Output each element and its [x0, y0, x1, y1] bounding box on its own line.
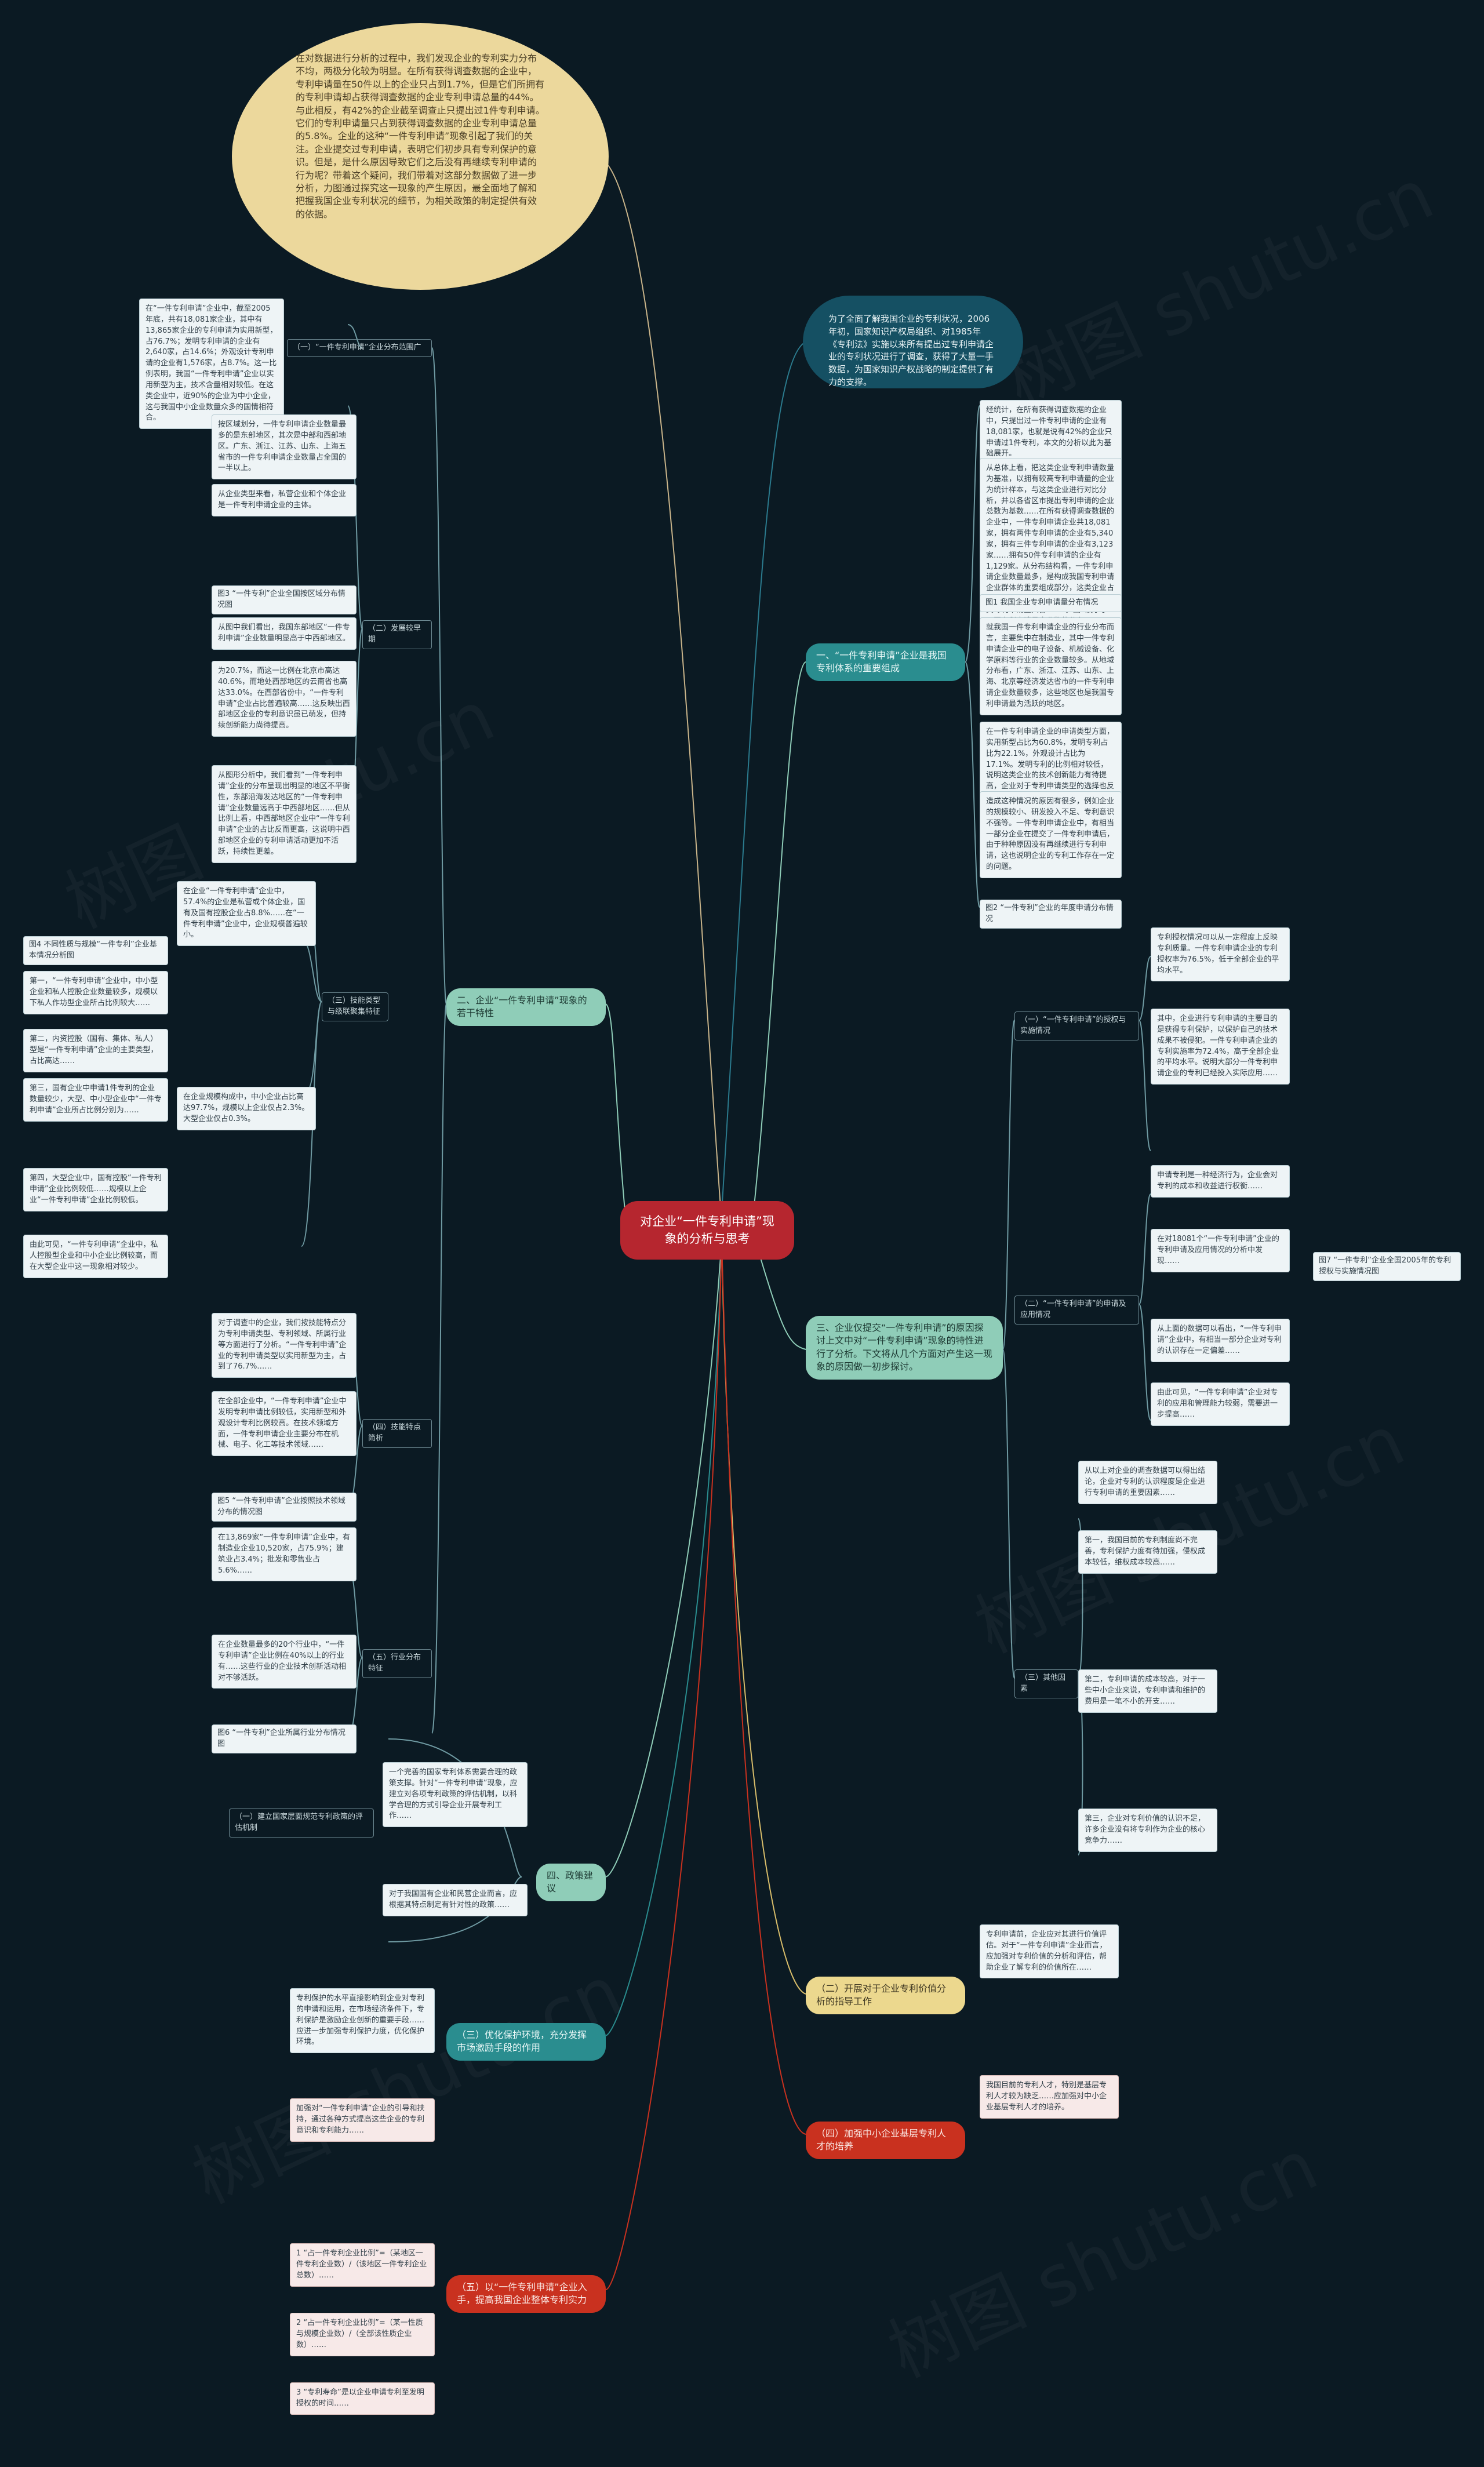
b4-4-note-3: 3 “专利寿命”是以企业申请专利至发明授权的时间…… — [290, 2382, 435, 2415]
b3-note-s1-0: 专利授权情况可以从一定程度上反映专利质量。一件专利申请企业的专利授权率为76.5… — [1151, 927, 1290, 982]
branch-4-2[interactable]: （三）优化保护环境，充分发挥市场激励手段的作用 — [446, 2023, 606, 2061]
b4-note-1: 一个完善的国家专利体系需要合理的政策支撑。针对“一件专利申请”现象，应建立对各项… — [383, 1762, 528, 1828]
b2-sub-1[interactable]: （一）“一件专利申请”企业分布范围广 — [287, 339, 432, 357]
b2-note-s3-0: 在企业“一件专利申请”企业中，57.4%的企业是私营或个体企业，国有及国有控股企… — [177, 881, 316, 947]
b3-sub-3[interactable]: （三）其他因素 — [1014, 1669, 1078, 1698]
intro-bubble: 在对数据进行分析的过程中，我们发现企业的专利实力分布不均，两极分化较为明显。在所… — [232, 23, 609, 290]
b2-left-note-3: 第三，国有企业中申请1件专利的企业数量较少，大型、中小型企业中“一件专利申请”企… — [23, 1078, 168, 1122]
b2-figure-6: 图6 “一件专利”企业所属行业分布情况图 — [212, 1724, 357, 1753]
b2-left-note-5: 由此可见，“一件专利申请”企业中，私人控股型企业和中小企业比例较高，而在大型企业… — [23, 1235, 168, 1278]
b2-left-note-4: 第四，大型企业中，国有控股“一件专利申请”企业比例较低……规模以上企业“一件专利… — [23, 1168, 168, 1211]
b3-note-s2-3: 由此可见，“一件专利申请”企业对专利的应用和管理能力较弱，需要进一步提高…… — [1151, 1382, 1290, 1426]
b3-note-s3-0: 从以上对企业的调查数据可以得出结论，企业对专利的认识程度是企业进行专利申请的重要… — [1078, 1461, 1217, 1504]
b2-note-s5-1: 在企业数量最多的20个行业中，“一件专利申请”企业比例在40%以上的行业有……这… — [212, 1635, 357, 1689]
b2-figure-5: 图5 “一件专利申请”企业按照技术领域分布的情况图 — [212, 1493, 357, 1522]
b4-4-note-2: 2 “占一件专利企业比例”=（某一性质与规模企业数）/（全部该性质企业数）…… — [290, 2313, 435, 2356]
b2-note-s4-1: 在全部企业中，“一件专利申请”企业中发明专利申请比例较低，实用新型和外观设计专利… — [212, 1391, 357, 1457]
branch-3[interactable]: 三、企业仅提交“一件专利申请”的原因探讨上文中对“一件专利申请”现象的特性进行了… — [806, 1316, 1003, 1380]
b2-note-top-2: 从企业类型来看，私营企业和个体企业是一件专利申请企业的主体。 — [212, 484, 357, 516]
b2-left-note-1: 第一，“一件专利申请”企业中，中小型企业和私人控股企业数量较多，规模以下私人作坊… — [23, 971, 168, 1014]
branch-4-4[interactable]: （五）以“一件专利申请”企业入手，提高我国企业整体专利实力 — [446, 2275, 606, 2313]
b1-figure-1: 图1 我国企业专利申请量分布情况 — [980, 594, 1122, 612]
b1-figure-2: 图2 “一件专利”企业的年度申请分布情况 — [980, 900, 1122, 929]
b2-sub-5[interactable]: （五）行业分布特征 — [362, 1649, 432, 1678]
b2-note-s4-0: 对于调查中的企业，我们按技能特点分为专利申请类型、专利领域、所属行业等方面进行了… — [212, 1313, 357, 1378]
b2-note-mid-1: 为20.7%，而这一比例在北京市高达40.6%，而地处西部地区的云南省也高达33… — [212, 661, 357, 737]
b4-3-note: 我国目前的专利人才，特别是基层专利人才较为缺乏……应加强对中小企业基层专利人才的… — [980, 2075, 1119, 2119]
b2-sub-2[interactable]: （二）发展较早期 — [362, 620, 432, 649]
b2-left-note-2: 第二，内资控股（国有、集体、私人）型是“一件专利申请”企业的主要类型，占比高达…… — [23, 1029, 168, 1072]
branch-4-3[interactable]: （四）加强中小企业基层专利人才的培养 — [806, 2122, 965, 2159]
b3-sub-2[interactable]: （二）“一件专利申请”的申请及应用情况 — [1014, 1296, 1139, 1325]
b1-note-5: 造成这种情况的原因有很多，例如企业的规模较小、研发投入不足、专利意识不强等。一件… — [980, 791, 1122, 878]
central-topic[interactable]: 对企业“一件专利申请”现象的分析与思考 — [620, 1201, 794, 1260]
b1-note-3: 就我国一件专利申请企业的行业分布而言，主要集中在制造业，其中一件专利申请企业中的… — [980, 617, 1122, 715]
b4-4-note-1: 1 “占一件专利企业比例”=（某地区一件专利企业数）/（该地区一件专利企业总数）… — [290, 2243, 435, 2287]
branch-4[interactable]: 四、政策建议 — [536, 1864, 606, 1901]
b2-sub-4[interactable]: （四）技能特点简析 — [362, 1419, 432, 1448]
b2-note-s5-0: 在13,869家“一件专利申请”企业中，有制造业企业10,520家，占75.9%… — [212, 1527, 357, 1582]
b3-note-s1-1: 其中，企业进行专利申请的主要目的是获得专利保护，以保护自己的技术成果不被侵犯。一… — [1151, 1009, 1290, 1085]
b2-note-top-1: 按区域划分，一件专利申请企业数量最多的是东部地区，其次是中部和西部地区。广东、浙… — [212, 414, 357, 480]
b3-note-s2-2: 从上面的数据可以看出，“一件专利申请”企业中，有相当一部分企业对专利的认识存在一… — [1151, 1319, 1290, 1362]
branch-2[interactable]: 二、企业“一件专利申请”现象的若干特性 — [446, 988, 606, 1026]
b3-note-s3-3: 第三，企业对专利价值的认识不足，许多企业没有将专利作为企业的核心竞争力…… — [1078, 1809, 1217, 1852]
b3-note-s3-2: 第二，专利申请的成本较高，对于一些中小企业来说，专利申请和维护的费用是一笔不小的… — [1078, 1669, 1217, 1713]
b2-figure-4: 图4 不同性质与规模“一件专利”企业基本情况分析图 — [23, 936, 168, 965]
b4-sub-1[interactable]: （一）建立国家层面规范专利政策的评估机制 — [229, 1809, 374, 1837]
b1-note-1: 经统计，在所有获得调查数据的企业中，只提出过一件专利申请的企业有18,081家，… — [980, 400, 1122, 465]
b3-figure-7: 图7 “一件专利”企业全国2005年的专利授权与实施情况图 — [1313, 1252, 1461, 1281]
b3-note-s2-1: 在对18081个“一件专利申请”企业的专利申请及应用情况的分析中发现…… — [1151, 1229, 1290, 1272]
branch-4-1[interactable]: （二）开展对于企业专利价值分析的指导工作 — [806, 1977, 965, 2014]
b3-note-s2-0: 申请专利是一种经济行为，企业会对专利的成本和收益进行权衡…… — [1151, 1165, 1290, 1198]
top-oval-summary: 为了全面了解我国企业的专利状况，2006年初，国家知识产权局组织、对1985年《… — [803, 296, 1023, 388]
b4-2-note: 专利保护的水平直接影响到企业对专利的申请和运用，在市场经济条件下，专利保护是激励… — [290, 1988, 435, 2054]
b3-note-s3-1: 第一，我国目前的专利制度尚不完善，专利保护力度有待加强，侵权成本较低，维权成本较… — [1078, 1530, 1217, 1574]
b3-sub-1[interactable]: （一）“一件专利申请”的授权与实施情况 — [1014, 1011, 1139, 1040]
b2-note-top-0: 在“一件专利申请”企业中，截至2005年底，共有18,081家企业，其中有13,… — [139, 299, 284, 430]
b2-note-s3-1: 在企业规模构成中，中小企业占比高达97.7%，规模以上企业仅占2.3%。大型企业… — [177, 1087, 316, 1130]
b2-figure-3: 图3 “一件专利”企业全国按区域分布情况图 — [212, 585, 357, 614]
b2-sub-3[interactable]: （三）技能类型与级联聚集特征 — [322, 992, 388, 1021]
branch-1[interactable]: 一、“一件专利申请”企业是我国专利体系的重要组成 — [806, 643, 965, 681]
b4-note-2: 对于我国国有企业和民营企业而言，应根据其特点制定有针对性的政策…… — [383, 1884, 528, 1916]
b4-4-note-0: 加强对“一件专利申请”企业的引导和扶持，通过各种方式提高这些企业的专利意识和专利… — [290, 2098, 435, 2142]
b2-note-mid-0: 从图中我们看出，我国东部地区“一件专利申请”企业数量明显高于中西部地区。 — [212, 617, 357, 650]
b4-1-note: 专利申请前，企业应对其进行价值评估。对于“一件专利申请”企业而言，应加强对专利价… — [980, 1924, 1119, 1979]
b2-note-mid-2: 从图形分析中，我们看到“一件专利申请”企业的分布呈现出明显的地区不平衡性，东部沿… — [212, 765, 357, 863]
